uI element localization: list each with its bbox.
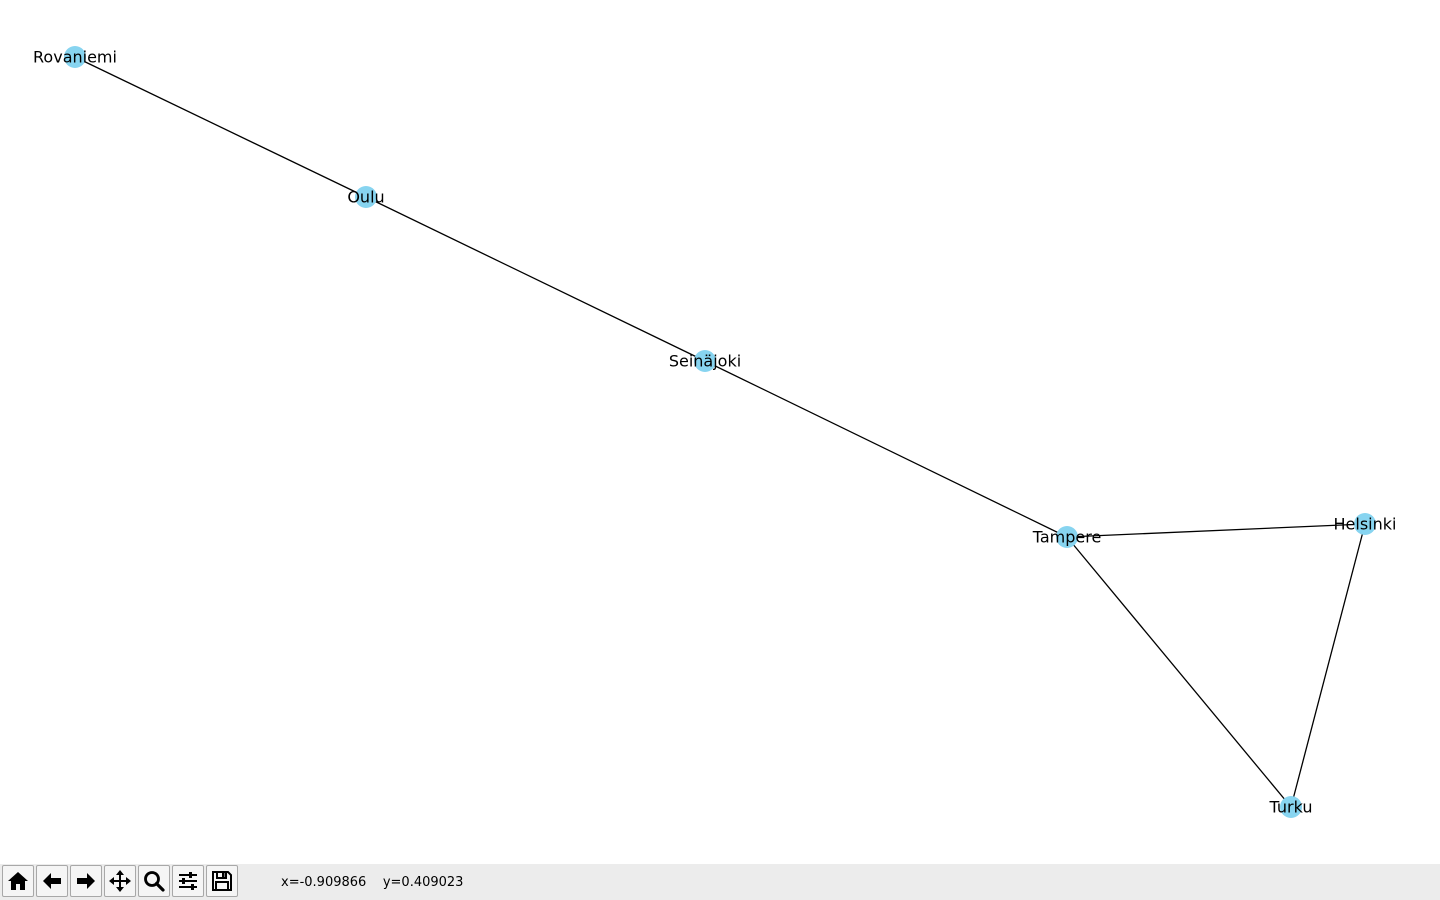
edge-tampere-helsinki: [1066, 523, 1366, 538]
edge-seinajoki-tampere: [704, 360, 1068, 538]
save-button[interactable]: [206, 865, 238, 897]
configure-subplots-button[interactable]: [172, 865, 204, 897]
edge-rovaniemi-oulu: [74, 56, 367, 198]
navigation-toolbar: x=-0.909866 y=0.409023: [0, 864, 1440, 900]
edge-oulu-seinajoki: [365, 196, 706, 362]
node-label-tampere: Tampere: [1032, 528, 1102, 547]
node-seinajoki: [694, 350, 716, 372]
cursor-coordinates: x=-0.909866 y=0.409023: [281, 875, 464, 890]
node-label-helsinki: Helsinki: [1334, 515, 1397, 534]
arrow-right-icon: [77, 873, 95, 889]
node-oulu: [355, 186, 377, 208]
sliders-icon: [179, 872, 197, 890]
pan-button[interactable]: [104, 865, 136, 897]
magnifier-icon: [144, 871, 165, 892]
back-button[interactable]: [36, 865, 68, 897]
home-button[interactable]: [2, 865, 34, 897]
zoom-button[interactable]: [138, 865, 170, 897]
floppy-disk-icon: [212, 871, 232, 891]
arrow-left-icon: [43, 873, 61, 889]
node-label-seinajoki: Seinäjoki: [669, 352, 741, 371]
node-label-oulu: Oulu: [347, 188, 384, 207]
edges-layer: [74, 56, 1366, 808]
node-label-rovaniemi: Rovaniemi: [33, 48, 117, 67]
node-label-turku: Turku: [1269, 798, 1313, 817]
node-rovaniemi: [64, 46, 86, 68]
node-helsinki: [1354, 513, 1376, 535]
move-icon: [109, 870, 131, 892]
node-tampere: [1056, 526, 1078, 548]
edge-helsinki-turku: [1290, 523, 1366, 808]
node-turku: [1280, 796, 1302, 818]
nodes-layer: [64, 46, 1376, 818]
home-icon: [8, 872, 28, 890]
forward-button[interactable]: [70, 865, 102, 897]
edge-tampere-turku: [1066, 536, 1292, 808]
